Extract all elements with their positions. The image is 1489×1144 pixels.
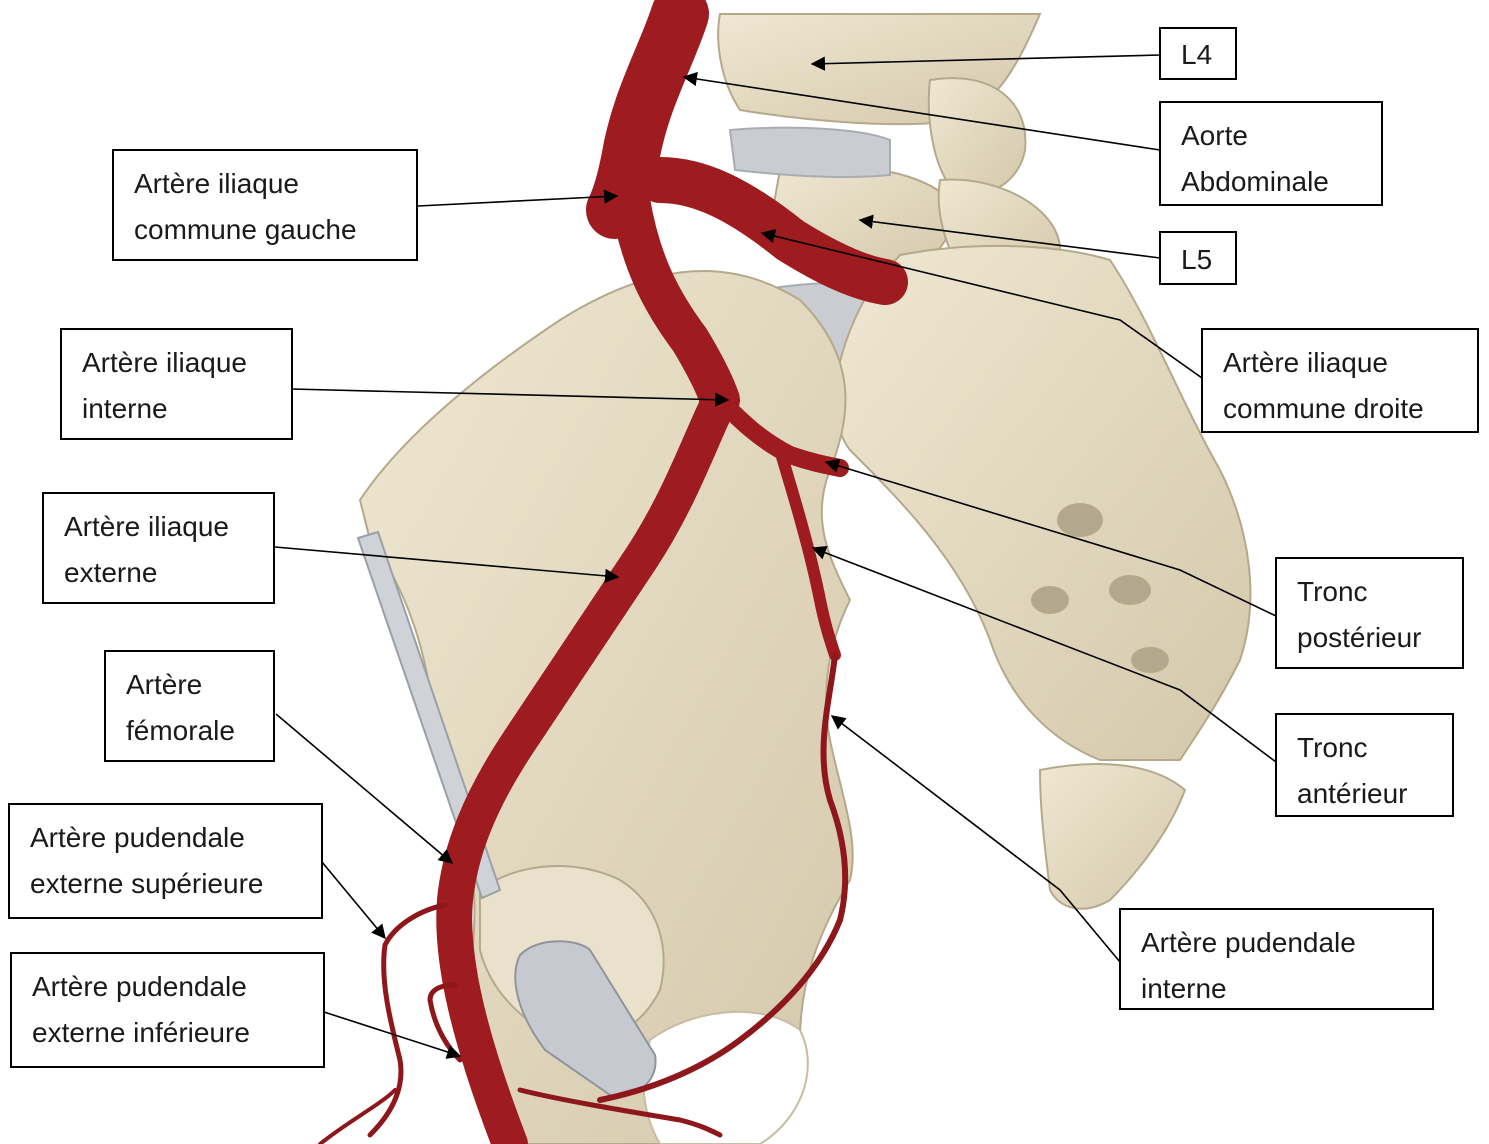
label-pudendale-ext-sup: Artère pudendale externe supérieure <box>8 803 323 919</box>
label-femorale: Artère fémorale <box>104 650 275 762</box>
label-l5: L5 <box>1159 231 1237 285</box>
label-pudendale-ext-inf: Artère pudendale externe inférieure <box>10 952 325 1068</box>
label-iliaque-externe: Artère iliaque externe <box>42 492 275 604</box>
label-tronc-posterieur: Tronc postérieur <box>1275 557 1464 669</box>
coccyx <box>1040 764 1185 909</box>
label-iliaque-commune-gauche: Artère iliaque commune gauche <box>112 149 418 261</box>
label-pudendale-interne: Artère pudendale interne <box>1119 908 1434 1010</box>
label-iliaque-interne: Artère iliaque interne <box>60 328 293 440</box>
sacrum <box>835 246 1250 760</box>
label-l4: L4 <box>1159 27 1237 80</box>
label-tronc-anterieur: Tronc antérieur <box>1275 713 1454 817</box>
label-iliaque-commune-droite: Artère iliaque commune droite <box>1201 328 1479 433</box>
leader-pudendale-ext-sup <box>322 862 385 938</box>
label-aorte-abdominale: Aorte Abdominale <box>1159 101 1383 206</box>
